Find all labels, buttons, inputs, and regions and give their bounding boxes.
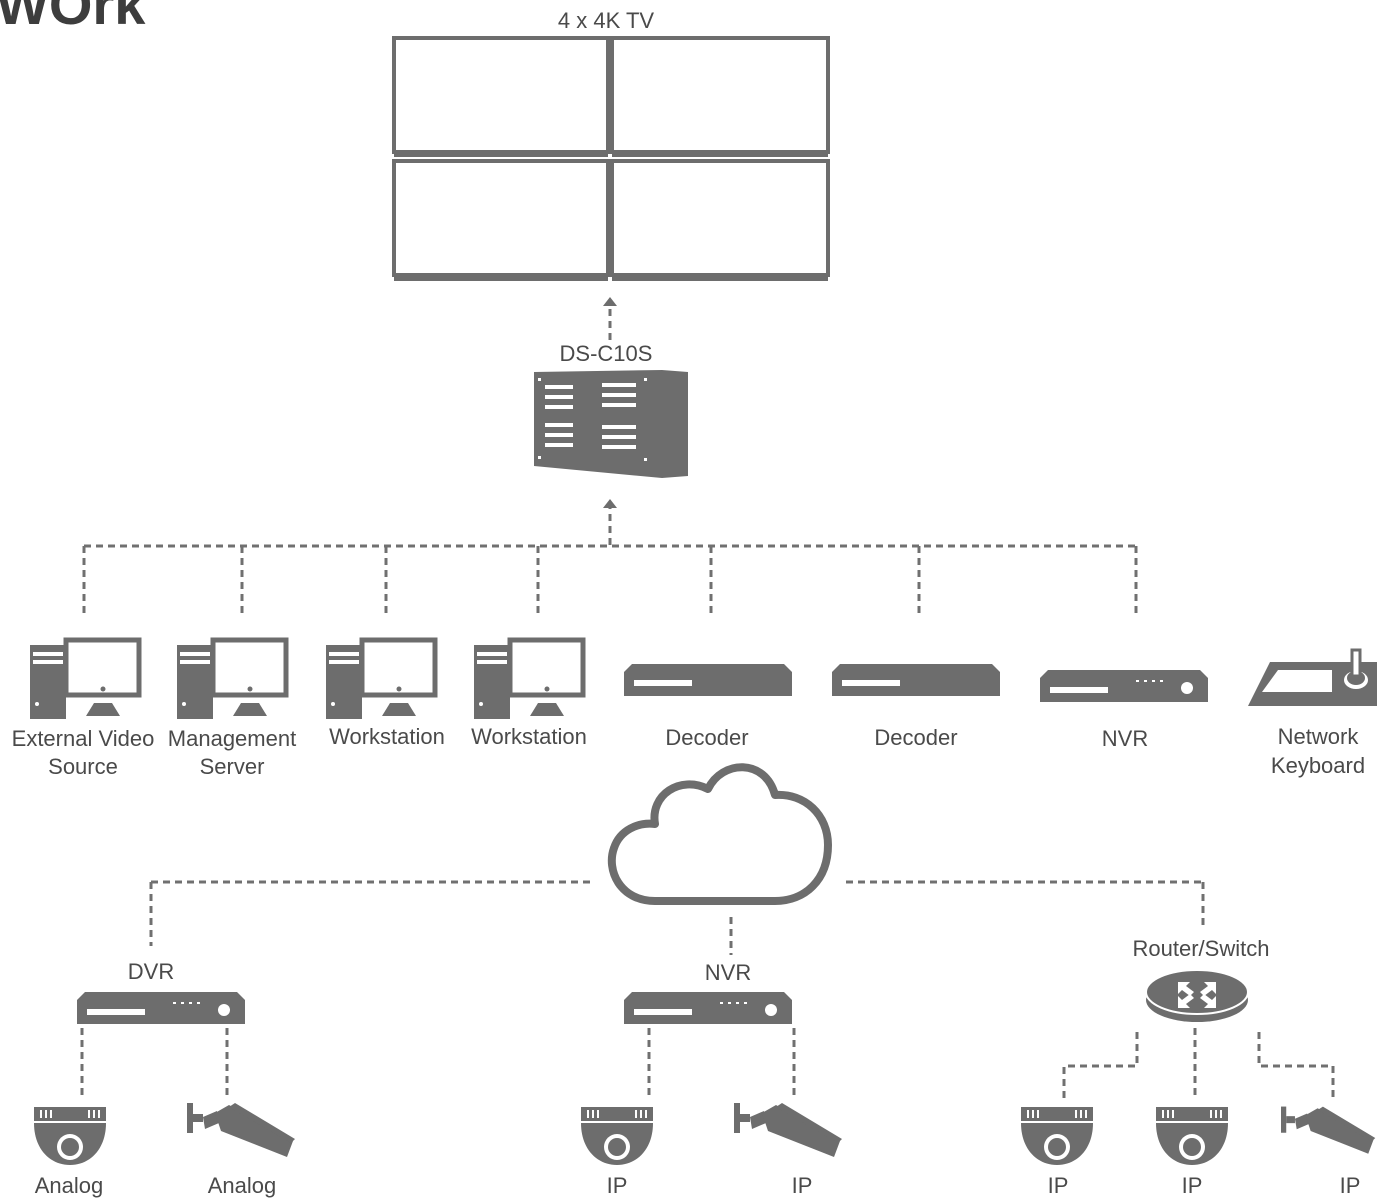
- device-bus-lines: [82, 544, 1138, 618]
- device-workstation-1: Workstation: [326, 640, 445, 749]
- device-workstation-2: Workstation: [471, 640, 587, 749]
- router-switch-label: Router/Switch: [1133, 936, 1270, 961]
- device-label: Decoder: [665, 725, 748, 750]
- workstation-icon: [177, 640, 286, 719]
- camera-label: IP: [792, 1173, 813, 1198]
- network-keyboard-icon: [1248, 648, 1377, 706]
- camera-label: Analog: [208, 1173, 277, 1198]
- controller-label: DS-C10S: [560, 341, 653, 366]
- nvr-icon: [624, 992, 792, 1024]
- device-label: Management: [168, 726, 296, 751]
- decoder-icon: [832, 664, 1000, 696]
- network-links: [149, 880, 1205, 955]
- video-wall-controller-icon: [534, 370, 688, 478]
- camera-label: IP: [1340, 1173, 1361, 1198]
- workstation-icon: [326, 640, 435, 719]
- camera-label: IP: [1048, 1173, 1069, 1198]
- video-wall-tv-icon: [392, 36, 830, 281]
- camera-label: IP: [607, 1173, 628, 1198]
- video-wall-label: 4 x 4K TV: [558, 8, 655, 33]
- device-nvr-top: NVR: [1040, 670, 1208, 751]
- device-label-line2: Server: [200, 754, 265, 779]
- cloud-icon: [607, 763, 832, 905]
- camera-label: IP: [1182, 1173, 1203, 1198]
- nvr-icon: [1040, 670, 1208, 702]
- bullet-camera-icon: [734, 1103, 842, 1157]
- device-management-server: Management Server: [168, 640, 296, 779]
- dome-camera-icon: [1021, 1107, 1093, 1165]
- device-decoder-2: Decoder: [832, 664, 1000, 750]
- bullet-camera-icon: [1281, 1106, 1376, 1154]
- device-label: External Video: [12, 726, 155, 751]
- decoder-icon: [624, 664, 792, 696]
- device-label: Workstation: [329, 724, 445, 749]
- workstation-icon: [474, 640, 583, 719]
- camera-links: [80, 1028, 1335, 1100]
- device-label: NVR: [1102, 726, 1148, 751]
- bullet-camera-icon: [187, 1103, 295, 1157]
- device-label-line2: Source: [48, 754, 118, 779]
- device-label: Network: [1278, 724, 1360, 749]
- dome-camera-icon: [581, 1107, 653, 1165]
- page-heading-partial: WOrk: [0, 0, 146, 36]
- router-switch-icon: [1145, 969, 1249, 1022]
- nvr-label: NVR: [705, 960, 751, 985]
- dome-camera-icon: [34, 1107, 106, 1165]
- dvr-icon: [77, 992, 245, 1024]
- arrow-up-icon: [603, 499, 617, 508]
- device-external-video-source: External Video Source: [12, 640, 155, 779]
- arrow-up-icon: [603, 297, 617, 306]
- dvr-label: DVR: [128, 959, 174, 984]
- camera-label: Analog: [35, 1173, 104, 1198]
- device-label-line2: Keyboard: [1271, 753, 1365, 778]
- device-decoder-1: Decoder: [624, 664, 792, 750]
- device-network-keyboard: Network Keyboard: [1248, 648, 1377, 778]
- device-label: Workstation: [471, 724, 587, 749]
- device-label: Decoder: [874, 725, 957, 750]
- workstation-icon: [30, 640, 139, 719]
- dome-camera-icon: [1156, 1107, 1228, 1165]
